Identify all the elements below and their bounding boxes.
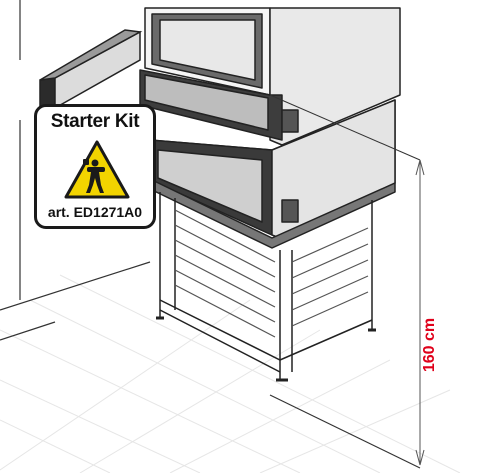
article-number: art. ED1271A0 — [47, 204, 143, 220]
warning-lifting-icon — [64, 140, 130, 199]
room-lines — [0, 0, 421, 469]
height-dimension-text: 160 cm — [421, 317, 438, 373]
starter-kit-badge: Starter Kit art. ED1271A0 — [34, 104, 156, 229]
floor-grid — [0, 274, 461, 473]
height-dimension-label: 160 cm — [418, 315, 442, 375]
bottom-oven — [147, 99, 396, 249]
dimension-lines — [269, 94, 425, 466]
badge-title: Starter Kit — [50, 111, 140, 132]
top-oven — [139, 7, 401, 146]
stand — [156, 192, 376, 382]
